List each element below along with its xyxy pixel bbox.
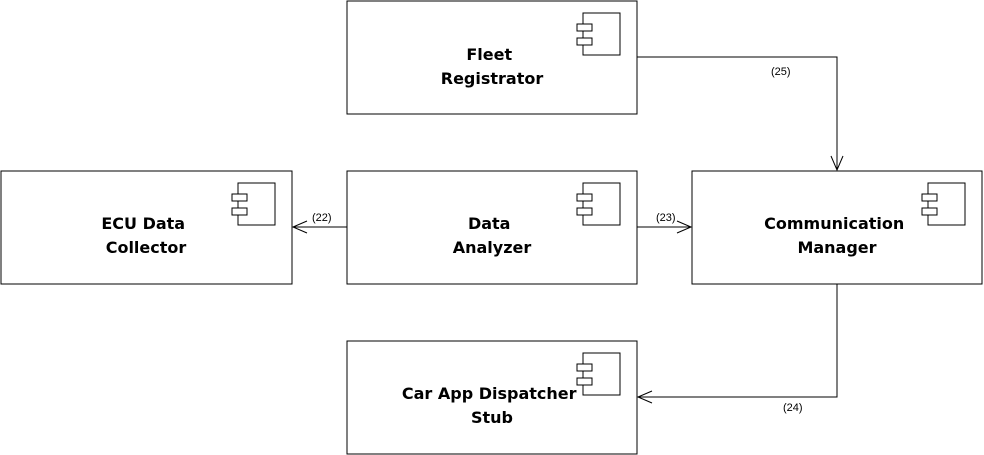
component-icon (576, 352, 621, 396)
svg-text:Data Analyzer: Data Analyzer (453, 214, 532, 257)
component-ecu-data-collector[interactable]: ECU Data Collector (0, 170, 293, 285)
svg-text:Car App Dispatcher Stub: Car App Dispatcher Stub (402, 384, 582, 427)
component-label-line: Communication (764, 214, 904, 233)
component-icon (576, 182, 621, 226)
connector-label: (25) (771, 66, 791, 78)
svg-text:Communication Manager: Communication Manager (764, 214, 910, 257)
svg-text:ECU Data Collector: ECU Data Collector (101, 214, 190, 257)
component-car-app-dispatcher-stub[interactable]: Car App Dispatcher Stub (346, 340, 638, 455)
connector-label: (24) (783, 402, 803, 414)
component-label-line: ECU Data (101, 214, 185, 233)
connector-24[interactable]: (24) (636, 284, 838, 414)
connector-22[interactable]: (22) (291, 212, 347, 234)
component-label-line: Stub (471, 408, 513, 427)
component-communication-manager[interactable]: Communication Manager (691, 170, 983, 285)
component-icon (921, 182, 966, 226)
svg-text:Fleet Registrator: Fleet Registrator (441, 45, 544, 88)
connector-25[interactable]: (25) (637, 56, 844, 172)
arrowhead (676, 220, 693, 234)
component-label-line: Collector (106, 238, 187, 257)
component-data-analyzer[interactable]: Data Analyzer (346, 170, 638, 285)
connector-label: (22) (312, 212, 332, 224)
component-label-line: Data (468, 214, 511, 233)
component-label-line: Fleet (466, 45, 512, 64)
component-fleet-registrator[interactable]: Fleet Registrator (346, 0, 638, 115)
component-label-line: Analyzer (453, 238, 532, 257)
arrowhead (830, 155, 844, 172)
component-icon (231, 182, 276, 226)
component-label-line: Registrator (441, 69, 544, 88)
connector-23[interactable]: (23) (637, 212, 693, 234)
component-label-line: Car App Dispatcher (402, 384, 577, 403)
arrowhead (291, 220, 308, 234)
connector-label: (23) (656, 212, 676, 224)
component-label-line: Manager (797, 238, 876, 257)
component-icon (576, 12, 621, 56)
arrowhead (636, 390, 653, 404)
